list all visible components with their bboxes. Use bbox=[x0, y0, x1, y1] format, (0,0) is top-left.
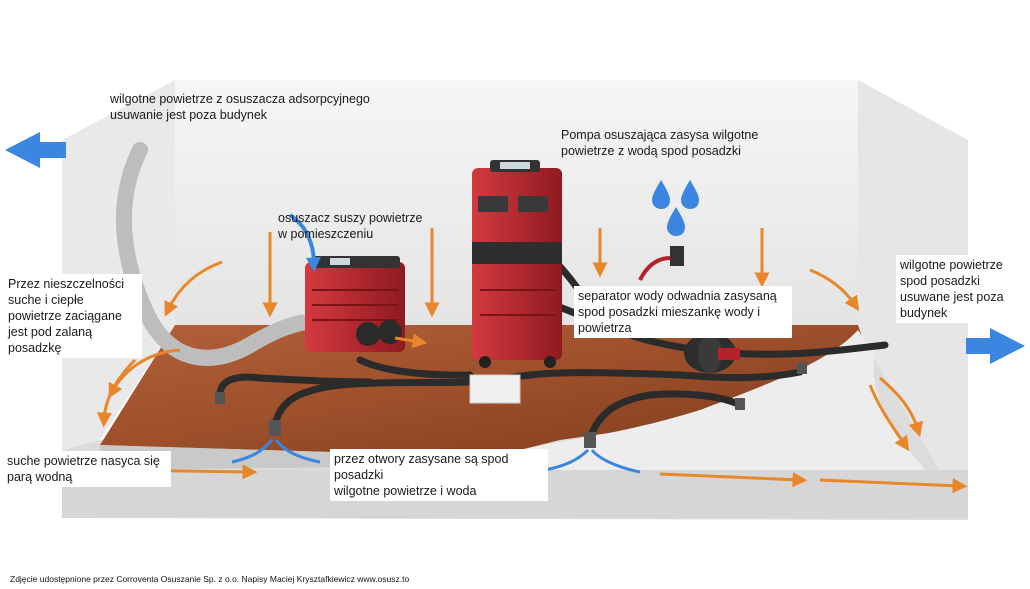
water-drop-icon bbox=[681, 180, 699, 209]
floor-hole-arrows-right bbox=[544, 448, 641, 474]
label-separator: separator wody odwadnia zasysaną spod po… bbox=[574, 286, 792, 338]
dryer-intake-arrow-icon bbox=[288, 213, 316, 263]
floor-hole-arrows-left bbox=[231, 439, 321, 464]
water-drop-icon bbox=[652, 180, 670, 209]
blue-arrows bbox=[5, 132, 1025, 474]
exposed-subfloor bbox=[520, 330, 968, 520]
label-dryer-room: osuszacz suszy powietrze w pomieszczeniu bbox=[278, 211, 423, 241]
label-exhaust-floor: wilgotne powietrze spod posadzki usuwane… bbox=[896, 255, 1024, 323]
water-drop-icon bbox=[667, 207, 685, 236]
floor-nozzles bbox=[215, 362, 807, 448]
water-separator bbox=[684, 333, 740, 373]
orange-arrows bbox=[96, 228, 968, 494]
label-pump-intake: Pompa osuszająca zasysa wilgotne powietr… bbox=[561, 128, 759, 158]
water-drops bbox=[652, 180, 699, 236]
label-dry-air-saturates: suche powietrze nasyca się parą wodną bbox=[3, 451, 171, 487]
label-leaks-intake: Przez nieszczelności suche i ciepłe powi… bbox=[4, 274, 142, 358]
exhaust-right-arrow-icon bbox=[966, 328, 1025, 364]
exhaust-left-arrow-icon bbox=[5, 132, 66, 168]
drying-pump-unit bbox=[472, 160, 562, 368]
label-exhaust-adsorption: wilgotne powietrze z osuszacza adsorpcyj… bbox=[110, 92, 370, 122]
photo-credit: Zdjęcie udostępnione przez Corroventa Os… bbox=[10, 574, 410, 584]
label-holes-intake: przez otwory zasysane są spod posadzki w… bbox=[330, 449, 548, 501]
floor-tile-strip bbox=[469, 374, 521, 404]
adsorption-dryer bbox=[305, 256, 405, 352]
